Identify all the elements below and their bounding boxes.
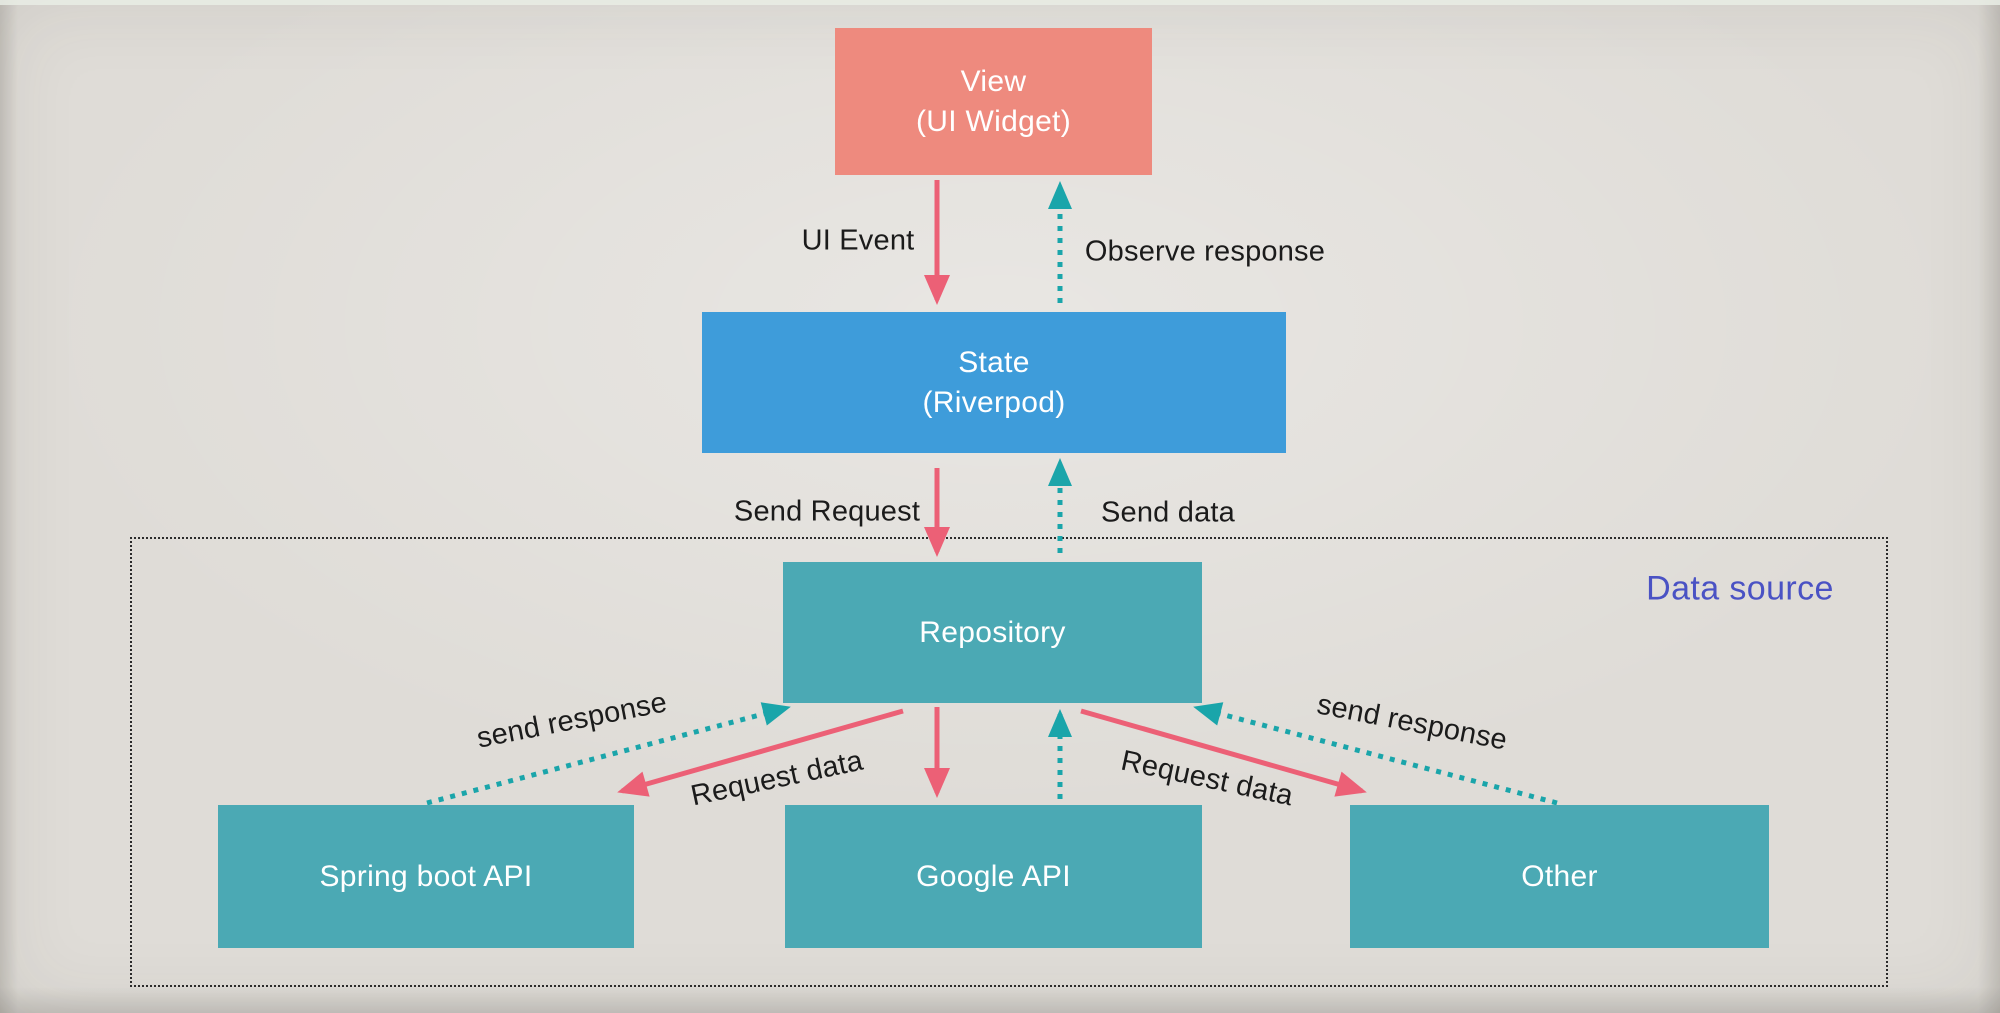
box-spring-boot-api: Spring boot API [218, 805, 634, 948]
data-source-label: Data source [1646, 569, 1834, 608]
data-source-container [130, 537, 1888, 987]
label-observe-response: Observe response [1084, 235, 1326, 268]
label-send-data: Send data [1100, 496, 1236, 529]
label-ui-event: UI Event [801, 224, 915, 257]
box-repository-title: Repository [919, 615, 1066, 649]
box-google-api: Google API [785, 805, 1202, 948]
box-state: State (Riverpod) [702, 312, 1286, 453]
box-spring-title: Spring boot API [319, 859, 533, 893]
box-view: View (UI Widget) [835, 28, 1152, 175]
box-other-title: Other [1521, 859, 1598, 893]
box-state-subtitle: (Riverpod) [922, 385, 1066, 419]
top-edge-highlight [0, 0, 2000, 5]
box-google-title: Google API [916, 859, 1071, 893]
box-other: Other [1350, 805, 1769, 948]
box-view-subtitle: (UI Widget) [916, 104, 1071, 138]
label-send-request: Send Request [733, 495, 921, 528]
box-repository: Repository [783, 562, 1202, 703]
box-view-title: View [960, 64, 1027, 98]
box-state-title: State [958, 345, 1030, 379]
